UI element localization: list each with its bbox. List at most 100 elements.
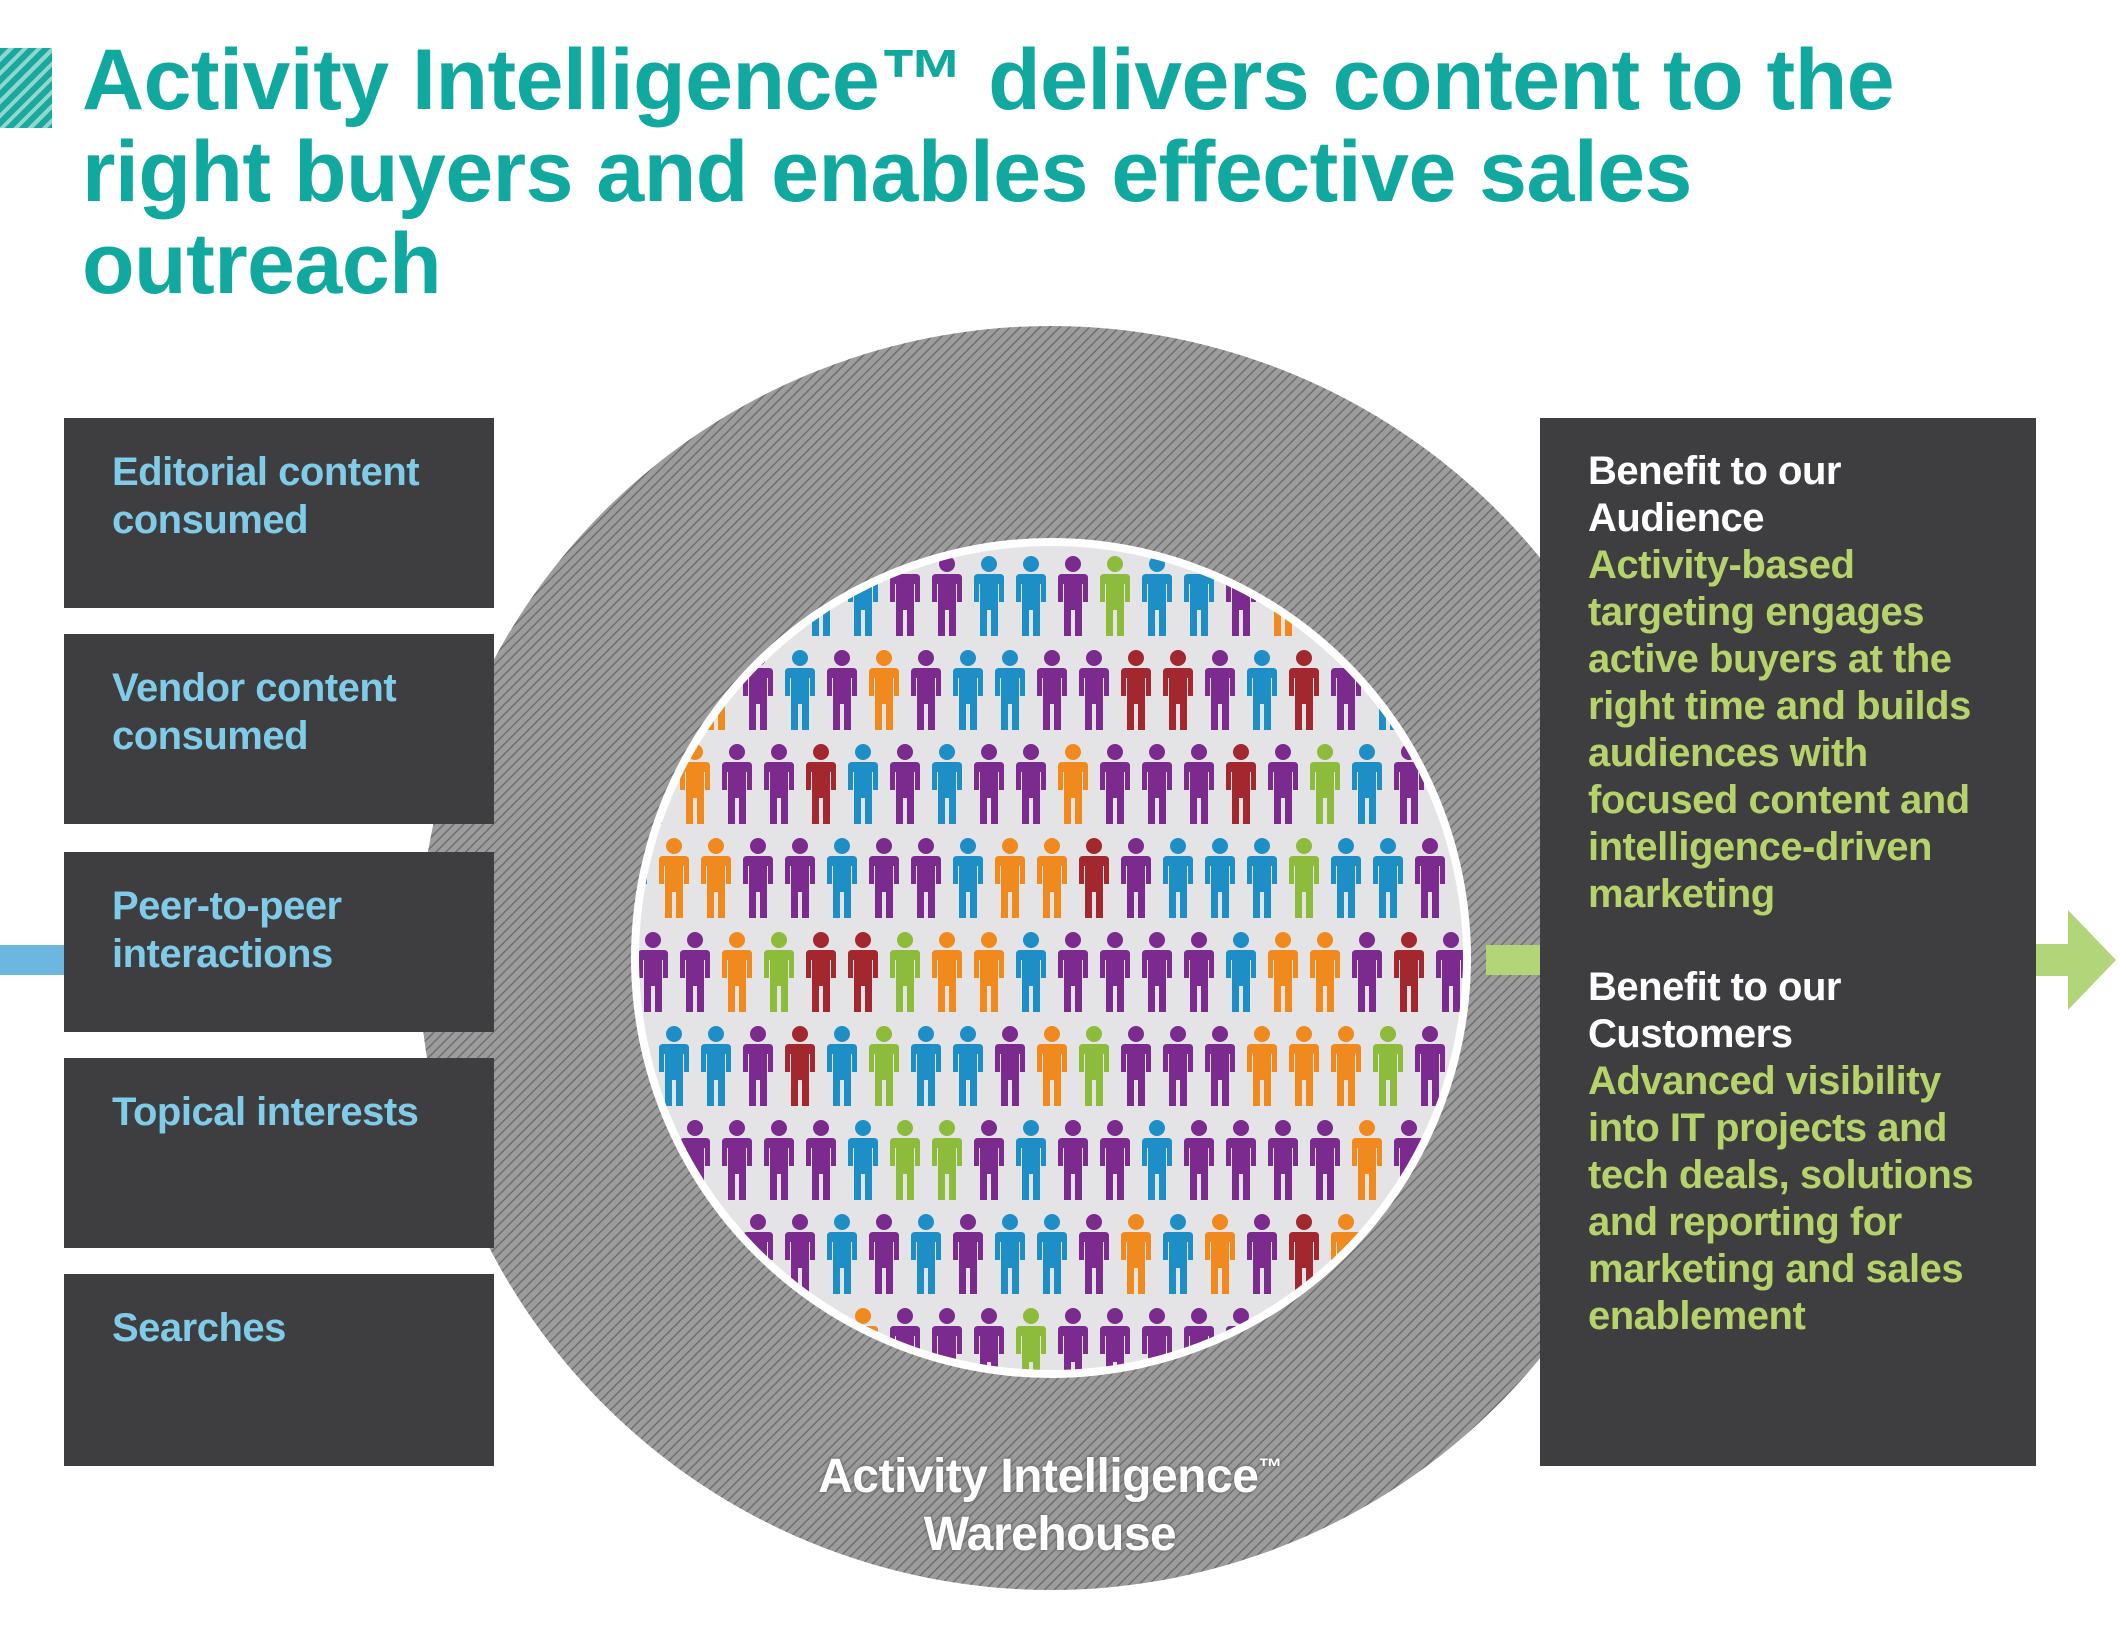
person-icon (911, 838, 941, 918)
person-icon (701, 838, 731, 918)
person-icon (1058, 556, 1088, 636)
person-icon (764, 1120, 794, 1200)
person-icon (848, 744, 878, 824)
person-icon (743, 838, 773, 918)
person-icon (1121, 650, 1151, 730)
output-arrow (1486, 910, 2116, 1010)
person-icon (953, 838, 983, 918)
person-icon (806, 1120, 836, 1200)
person-icon (1310, 1120, 1340, 1200)
person-icon (1415, 1026, 1445, 1106)
person-icon (1289, 838, 1319, 918)
person-icon (1037, 838, 1067, 918)
person-icon (1205, 650, 1235, 730)
person-icon (659, 838, 689, 918)
person-icon (785, 838, 815, 918)
person-icon (995, 650, 1025, 730)
person-icon (701, 1026, 731, 1106)
person-icon (932, 932, 962, 1012)
person-icon (848, 932, 878, 1012)
person-icon (974, 744, 1004, 824)
person-icon (911, 1214, 941, 1294)
person-icon (1016, 932, 1046, 1012)
person-icon (1247, 838, 1277, 918)
person-icon (1079, 1214, 1109, 1294)
person-icon (1394, 932, 1424, 1012)
benefit-heading: Benefit to our Customers (1588, 965, 1841, 1056)
person-icon (1352, 1120, 1382, 1200)
trademark-symbol: ™ (1258, 1454, 1282, 1481)
input-editorial-content: Editorial content consumed (64, 418, 494, 608)
person-icon (1079, 1026, 1109, 1106)
input-topical-interests: Topical interests (64, 1058, 494, 1248)
person-icon (1268, 932, 1298, 1012)
person-icon (1289, 650, 1319, 730)
person-icon (806, 744, 836, 824)
person-icon (1205, 838, 1235, 918)
person-icon (680, 932, 710, 1012)
person-icon (890, 744, 920, 824)
person-icon (1079, 650, 1109, 730)
person-icon (1226, 1120, 1256, 1200)
person-icon (1268, 744, 1298, 824)
person-icon (995, 1214, 1025, 1294)
person-icon (1163, 838, 1193, 918)
input-peer-interactions: Peer-to-peer interactions (64, 852, 494, 1032)
page-title: Activity Intelligence™ delivers content … (82, 32, 1895, 312)
person-icon (1436, 932, 1463, 1012)
warehouse-label-line2: Warehouse (923, 1508, 1177, 1561)
person-icon (785, 650, 815, 730)
input-label: Editorial content consumed (112, 450, 420, 542)
person-icon (1100, 1308, 1130, 1370)
person-icon (1226, 744, 1256, 824)
person-icon (1268, 1120, 1298, 1200)
person-icon (995, 1026, 1025, 1106)
person-icon (974, 1308, 1004, 1370)
person-icon (722, 932, 752, 1012)
person-icon (1226, 932, 1256, 1012)
person-icon (1184, 1120, 1214, 1200)
person-icon (1037, 1214, 1067, 1294)
person-icon (827, 1026, 857, 1106)
person-icon (869, 1214, 899, 1294)
person-icon (911, 1026, 941, 1106)
person-icon (1142, 1120, 1172, 1200)
person-icon (1142, 744, 1172, 824)
person-icon (932, 1120, 962, 1200)
person-icon (785, 1026, 815, 1106)
person-icon (995, 838, 1025, 918)
person-icon (1331, 838, 1361, 918)
person-icon (1037, 650, 1067, 730)
person-icon (1121, 838, 1151, 918)
warehouse-label-line1: Activity Intelligence (818, 1450, 1259, 1503)
person-icon (722, 744, 752, 824)
person-icon (1016, 1308, 1046, 1370)
person-icon (869, 650, 899, 730)
person-icon (1058, 1120, 1088, 1200)
person-icon (1016, 744, 1046, 824)
person-icon (1100, 1120, 1130, 1200)
person-icon (827, 650, 857, 730)
person-icon (1079, 838, 1109, 918)
person-icon (890, 932, 920, 1012)
person-icon (1037, 1026, 1067, 1106)
input-label: Vendor content consumed (112, 666, 397, 758)
person-icon (953, 1026, 983, 1106)
person-icon (1184, 932, 1214, 1012)
person-icon (890, 1120, 920, 1200)
person-icon (1016, 556, 1046, 636)
person-icon (659, 1026, 689, 1106)
person-icon (764, 744, 794, 824)
person-icon (1163, 650, 1193, 730)
person-icon (974, 1120, 1004, 1200)
person-icon (1352, 744, 1382, 824)
person-icon (911, 650, 941, 730)
person-icon (1100, 556, 1130, 636)
person-icon (806, 932, 836, 1012)
person-icon (1058, 1308, 1088, 1370)
person-icon (1100, 744, 1130, 824)
person-icon (1289, 1026, 1319, 1106)
person-icon (1310, 744, 1340, 824)
person-icon (1310, 932, 1340, 1012)
person-icon (827, 838, 857, 918)
